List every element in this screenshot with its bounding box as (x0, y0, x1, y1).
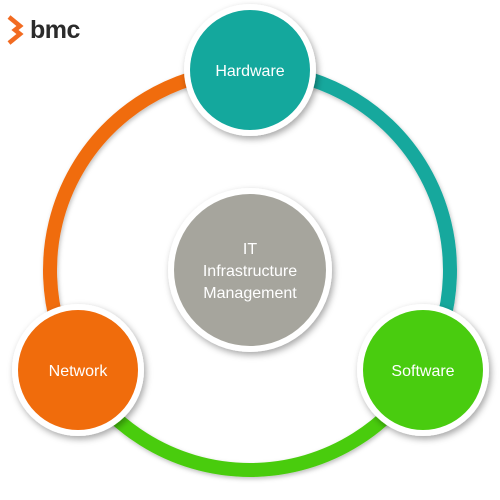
network-node: Network (12, 304, 144, 436)
software-node: Software (357, 304, 489, 436)
hardware-label: Hardware (215, 63, 284, 80)
center-label-line-1: IT (243, 241, 257, 258)
center-label-line-2: Infrastructure (203, 263, 297, 280)
software-label: Software (391, 363, 454, 380)
center-node: IT Infrastructure Management (168, 188, 332, 352)
bmc-logo: bmc (6, 14, 80, 46)
bmc-chevron-icon (7, 15, 24, 45)
hardware-node: Hardware (184, 4, 316, 136)
center-label-line-3: Management (203, 285, 297, 302)
logo-text: bmc (30, 16, 80, 44)
network-label: Network (49, 363, 109, 380)
